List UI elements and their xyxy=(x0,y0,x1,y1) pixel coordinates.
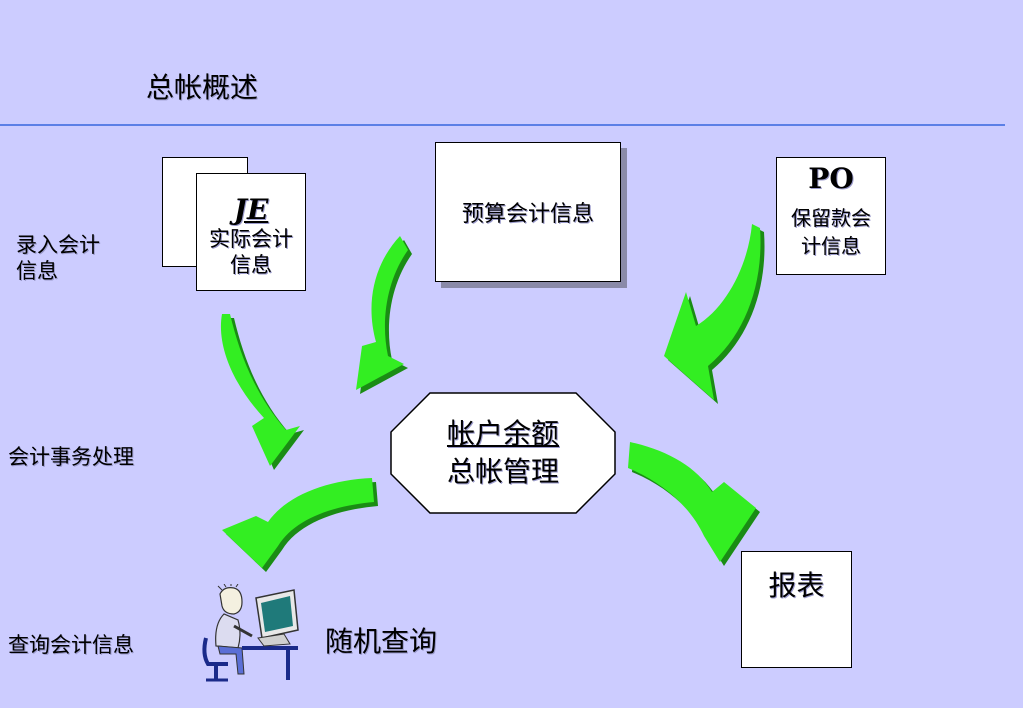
je-code: JE xyxy=(233,193,269,226)
row-label-query: 查询会计信息 xyxy=(8,633,134,657)
arrow-hub-to-report xyxy=(628,442,760,566)
title-divider xyxy=(0,124,1005,126)
row-label-entry: 录入会计 信息 xyxy=(16,233,100,283)
hub-text: 帐户余额 总帐管理 xyxy=(390,392,616,514)
user-at-computer-icon xyxy=(202,584,299,682)
po-document: PO 保留款会 计信息 xyxy=(776,157,886,275)
je-document: JE 实际会计 信息 xyxy=(196,173,306,291)
arrow-po-to-hub xyxy=(664,224,765,404)
po-caption: 保留款会 计信息 xyxy=(791,206,871,258)
hub-line1: 帐户余额 xyxy=(446,417,559,450)
report-caption: 报表 xyxy=(768,569,825,602)
adhoc-query-label: 随机查询 xyxy=(325,625,438,658)
je-caption: 实际会计 信息 xyxy=(209,227,293,277)
arrow-hub-to-query xyxy=(222,478,378,572)
arrow-je-to-hub xyxy=(220,314,304,470)
po-code: PO xyxy=(808,162,854,195)
hub-octagon xyxy=(390,392,616,514)
page-title: 总帐概述 xyxy=(146,71,259,104)
budget-caption: 预算会计信息 xyxy=(461,202,594,227)
report-document: 报表 xyxy=(741,551,852,668)
budget-document: 预算会计信息 xyxy=(435,142,621,282)
row-label-processing: 会计事务处理 xyxy=(8,445,134,469)
hub-line2: 总帐管理 xyxy=(446,455,559,488)
arrow-budget-to-hub xyxy=(356,236,412,394)
